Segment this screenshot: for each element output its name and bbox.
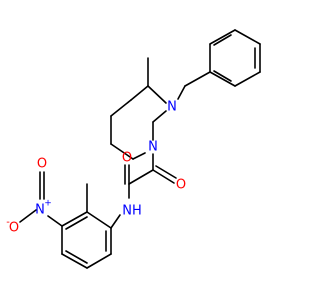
- oxalamide-bonds: [110, 153, 177, 229]
- nitro-oxygen-left-label: O: [9, 221, 19, 236]
- benzyl-ch2-bonds: [177, 71, 211, 100]
- nitro-oxygen-charge-label: -: [6, 217, 10, 228]
- atom-labels: N N O O NH N + O O -: [6, 100, 186, 236]
- nitro-nitrogen-label: N: [35, 203, 45, 218]
- diazepane-ring: [110, 85, 167, 160]
- ring-nitrogen-bottom-label: N: [148, 140, 158, 155]
- nitro-oxygen-top-label: O: [37, 157, 47, 172]
- amide-oxygen-label: O: [122, 151, 132, 166]
- molecule-structure: N N O O NH N + O O -: [6, 29, 261, 269]
- benzyl-phenyl-ring: [209, 29, 261, 87]
- nitro-bonds: [19, 171, 63, 227]
- nitro-nitrogen-charge-label: +: [44, 199, 52, 209]
- ring-nitrogen-top-label: N: [167, 100, 177, 115]
- amide-nh-label: NH: [122, 204, 142, 219]
- ketone-oxygen-label: O: [176, 178, 186, 193]
- aryl-ring: [61, 211, 112, 269]
